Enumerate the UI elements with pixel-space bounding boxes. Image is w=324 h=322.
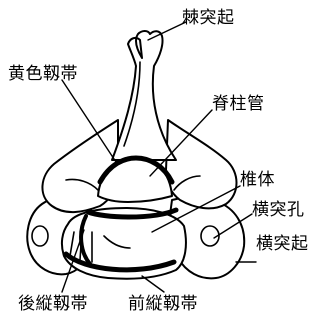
left-foramen [32,226,48,246]
label-transverse-foramen: 横突孔 [252,200,305,220]
right-lamina [166,120,237,208]
label-anterior-longitudinal-ligament: 前縦靱帯 [128,294,198,314]
label-spinal-canal: 脊柱管 [212,94,265,114]
label-ligamentum-flavum: 黄色靱帯 [8,64,78,84]
label-spinous-process: 棘突起 [182,8,235,28]
label-posterior-longitudinal-ligament: 後縦靱帯 [18,294,88,314]
leader-anterior-ligament [142,276,164,292]
label-transverse-process: 横突起 [256,234,309,254]
label-vertebral-body: 椎体 [240,170,275,190]
